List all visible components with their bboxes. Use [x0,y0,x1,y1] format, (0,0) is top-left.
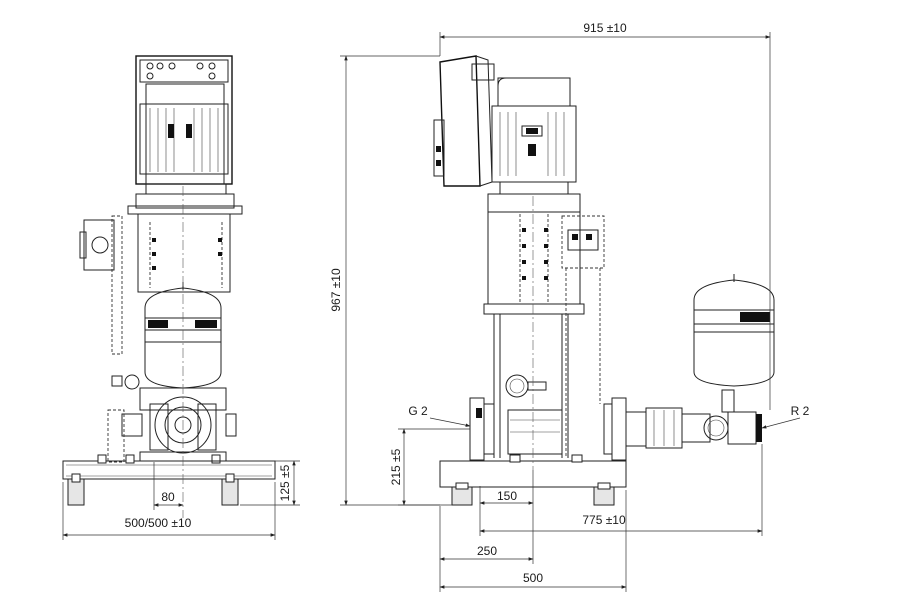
front-gauge-pump [505,374,529,398]
front-foot-right [593,486,615,506]
front-pump-body [483,211,585,315]
dim-side-width-label: 500/500 ±10 [125,516,192,530]
dim-overall-width: 915 ±10 [439,21,771,410]
side-foot-right [221,478,239,506]
side-pressure-tank [144,282,222,389]
front-pressure-tank [693,274,775,387]
front-control-panel [433,55,495,187]
dim-inlet-height-label: 215 ±5 [389,448,403,485]
front-aux-panel-dashed [561,215,605,458]
side-gauge [111,374,140,390]
outlet-connection-label: R 2 [791,404,810,418]
front-view: 915 ±10 967 ±10 215 ±5 G 2 R 2 [329,21,810,592]
dim-foot-spacing: 250 [439,470,534,592]
dim-base-length-label: 500 [523,571,543,585]
dim-side-base-height: 125 ±5 [240,460,300,506]
front-foot-left [451,486,473,506]
outlet-connection-callout: R 2 [761,404,810,429]
dim-outlet-distance: 775 ±10 [479,444,763,536]
front-outlet-manifold [603,389,762,461]
side-pump-body [137,213,231,293]
dim-front-offset: 150 [479,486,534,536]
front-motor [487,77,581,213]
side-view: 80 500/500 ±10 125 ±5 [62,55,300,540]
dim-side-width: 500/500 ±10 [62,482,276,540]
side-motor [127,55,243,215]
front-pump-column [493,314,569,458]
dim-outlet-distance-label: 775 ±10 [582,513,626,527]
dim-base-length: 500 [439,490,627,592]
inlet-connection-label: G 2 [408,404,428,418]
side-pump-hydraulic [121,387,237,462]
inlet-connection-callout: G 2 [408,404,471,427]
dim-overall-height: 967 ±10 [329,55,452,506]
front-gauge-outlet [703,415,729,441]
dim-side-offset: 80 [153,462,184,510]
dim-overall-height-label: 967 ±10 [329,268,343,312]
dim-side-offset-label: 80 [161,490,175,504]
dim-inlet-height: 215 ±5 [389,428,470,506]
dim-front-offset-label: 150 [497,489,517,503]
side-foot-left [67,478,85,506]
dim-overall-width-label: 915 ±10 [583,21,627,35]
front-inlet-flange [469,397,495,461]
dim-side-base-height-label: 125 ±5 [278,464,292,501]
side-control-box [79,215,125,463]
side-base-frame [62,454,276,506]
dim-foot-spacing-label: 250 [477,544,497,558]
